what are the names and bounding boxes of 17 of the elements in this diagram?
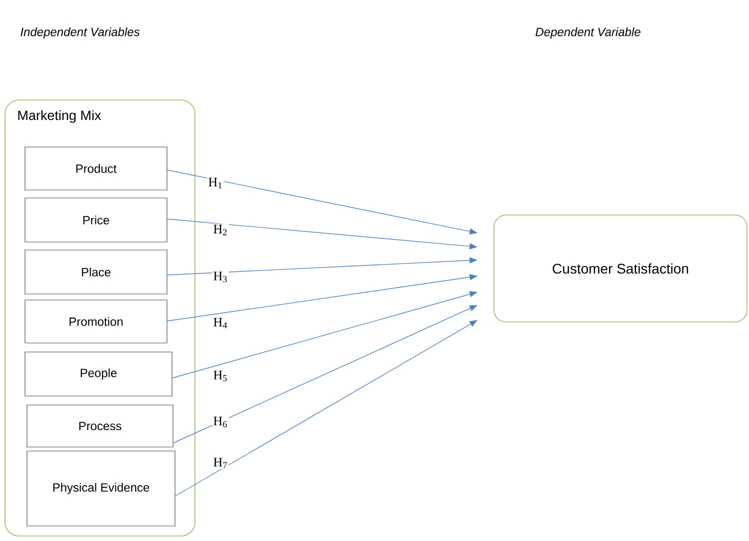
variable-box: Place	[24, 250, 168, 294]
edge-label: H$_{4}$	[212, 316, 229, 330]
edge-label: H$_{3}$	[212, 270, 229, 284]
edge-label: H$_{5}$	[212, 370, 229, 382]
variable-box: Price	[24, 198, 168, 242]
variable-box: Product	[24, 146, 168, 190]
heading: Independent Variables	[20, 27, 140, 39]
edge-label: H$_{7}$	[212, 456, 229, 470]
variable-box: Process	[26, 404, 174, 448]
edge-label: H$_{6}$	[212, 416, 229, 428]
edge-label: H$_{2}$	[212, 224, 229, 236]
variable-box: People	[24, 352, 172, 396]
heading: Dependent Variable	[536, 27, 640, 39]
variable-box: Physical Evidence	[26, 450, 176, 526]
variable-box: Promotion	[24, 300, 168, 344]
outcome-box: Customer Satisfaction	[494, 214, 748, 322]
edge-label: H$_{1}$	[207, 176, 224, 190]
